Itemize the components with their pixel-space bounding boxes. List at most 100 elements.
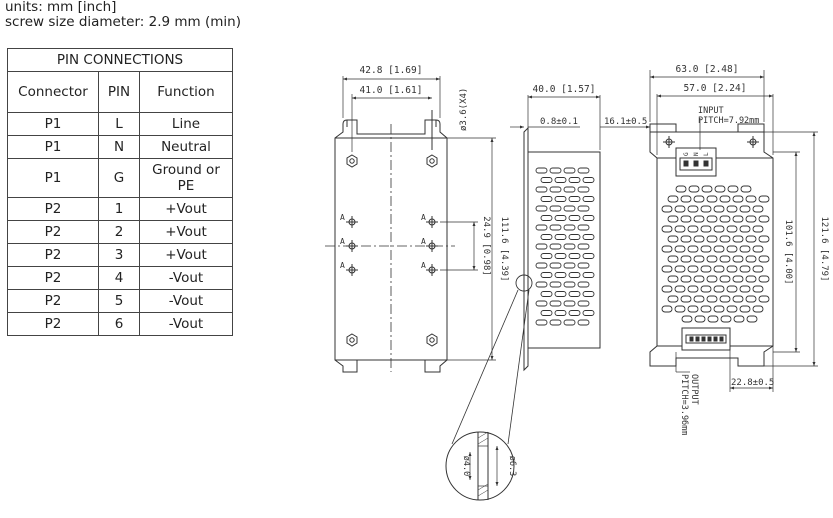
- vent-slot: [540, 177, 553, 183]
- cell-connector: P2: [7, 289, 99, 313]
- vent-slot: [577, 224, 590, 231]
- vent-slot: [563, 167, 576, 174]
- vent-slot: [535, 224, 548, 231]
- vent-slot: [549, 224, 562, 231]
- cell-function: -Vout: [139, 312, 233, 336]
- vent-slot: [693, 195, 705, 203]
- vent-slot: [687, 265, 699, 273]
- vent-slot: [745, 235, 757, 243]
- vent-slot: [719, 295, 731, 303]
- vent-slot: [540, 196, 553, 202]
- a-mark: A: [421, 261, 426, 270]
- output-pitch: PITCH=3.96mm: [679, 374, 689, 435]
- vent-slot: [674, 265, 686, 273]
- mounting-hole: [426, 154, 438, 168]
- vent-slot: [577, 262, 590, 269]
- a-mark: A: [421, 237, 426, 246]
- vent-slot: [758, 255, 770, 263]
- cell-connector: P2: [7, 220, 99, 244]
- vent-slot: [535, 205, 548, 212]
- vent-slot: [732, 235, 744, 243]
- vent-slot: [713, 305, 725, 313]
- vent-slot: [568, 253, 581, 259]
- vent-slot: [535, 300, 548, 307]
- output-label: OUTPUT: [689, 374, 699, 405]
- vent-slot: [681, 315, 693, 323]
- vent-slot: [706, 275, 718, 283]
- cell-connector: P2: [7, 197, 99, 221]
- units-note: units: mm [inch]: [5, 0, 117, 15]
- vent-slot: [733, 315, 745, 323]
- vent-slot: [563, 205, 576, 212]
- vent-slot: [563, 319, 576, 326]
- vent-slot: [680, 215, 692, 223]
- vent-slot: [577, 319, 590, 326]
- vent-slot: [563, 243, 576, 250]
- vent-slot: [549, 243, 562, 250]
- vent-slot: [758, 235, 770, 243]
- vent-slot: [540, 291, 553, 297]
- vent-slot: [554, 234, 567, 240]
- dim-63-0: 63.0 [2.48]: [676, 64, 739, 75]
- vent-slot: [732, 255, 744, 263]
- cell-pin: 2: [98, 220, 140, 244]
- vent-slot: [667, 255, 679, 263]
- vent-slot: [577, 243, 590, 250]
- vent-slot: [540, 253, 553, 259]
- vent-slot: [758, 295, 770, 303]
- cell-function: +Vout: [139, 220, 233, 244]
- vent-slot: [563, 224, 576, 231]
- vent-slot: [535, 281, 548, 288]
- vent-slot: [752, 265, 764, 273]
- vent-slot: [535, 262, 548, 269]
- vent-slot: [740, 185, 752, 193]
- vent-slot: [758, 275, 770, 283]
- vent-slot: [706, 215, 718, 223]
- vent-slot: [700, 225, 712, 233]
- vent-slot: [746, 315, 758, 323]
- vent-slot: [745, 275, 757, 283]
- vent-slot: [549, 319, 562, 326]
- dim-hole-dia: ø3.6(X4): [459, 88, 469, 131]
- cell-pin: 4: [98, 266, 140, 290]
- front-view: [649, 70, 818, 392]
- vent-slot: [700, 265, 712, 273]
- vent-slot: [687, 205, 699, 213]
- vent-slot: [700, 305, 712, 313]
- vent-slot: [745, 195, 757, 203]
- dim-dia-4-0: ø4.0: [461, 456, 471, 476]
- cell-connector: P2: [7, 243, 99, 267]
- vent-slot: [719, 275, 731, 283]
- vent-slot: [752, 245, 764, 253]
- vent-slot: [752, 285, 764, 293]
- dim-16-1: 16.1±0.5: [604, 117, 647, 127]
- vent-slot: [667, 275, 679, 283]
- vent-slot: [661, 265, 673, 273]
- vent-slot: [568, 215, 581, 221]
- vent-slot: [540, 310, 553, 316]
- vent-slot: [687, 305, 699, 313]
- vent-slot: [707, 315, 719, 323]
- table-row: P1 G Ground or PE: [7, 158, 233, 198]
- vent-slot: [667, 215, 679, 223]
- vent-slot: [732, 215, 744, 223]
- vent-slot: [549, 186, 562, 193]
- vent-slot: [540, 234, 553, 240]
- dim-dia-6-3: ø6.3: [507, 456, 517, 476]
- vent-slot: [674, 205, 686, 213]
- dim-0-8: 0.8±0.1: [540, 117, 578, 127]
- vent-slot: [568, 196, 581, 202]
- vent-slot: [577, 300, 590, 307]
- vent-slot: [582, 196, 595, 202]
- vent-slot: [693, 255, 705, 263]
- dim-40-0: 40.0 [1.57]: [533, 84, 596, 95]
- vent-slot: [739, 225, 751, 233]
- vent-slot: [577, 205, 590, 212]
- vent-slot: [726, 225, 738, 233]
- vent-slot: [680, 275, 692, 283]
- vent-slot: [674, 245, 686, 253]
- vent-slot: [752, 305, 764, 313]
- mounting-hole: [346, 333, 358, 347]
- vent-slot: [687, 285, 699, 293]
